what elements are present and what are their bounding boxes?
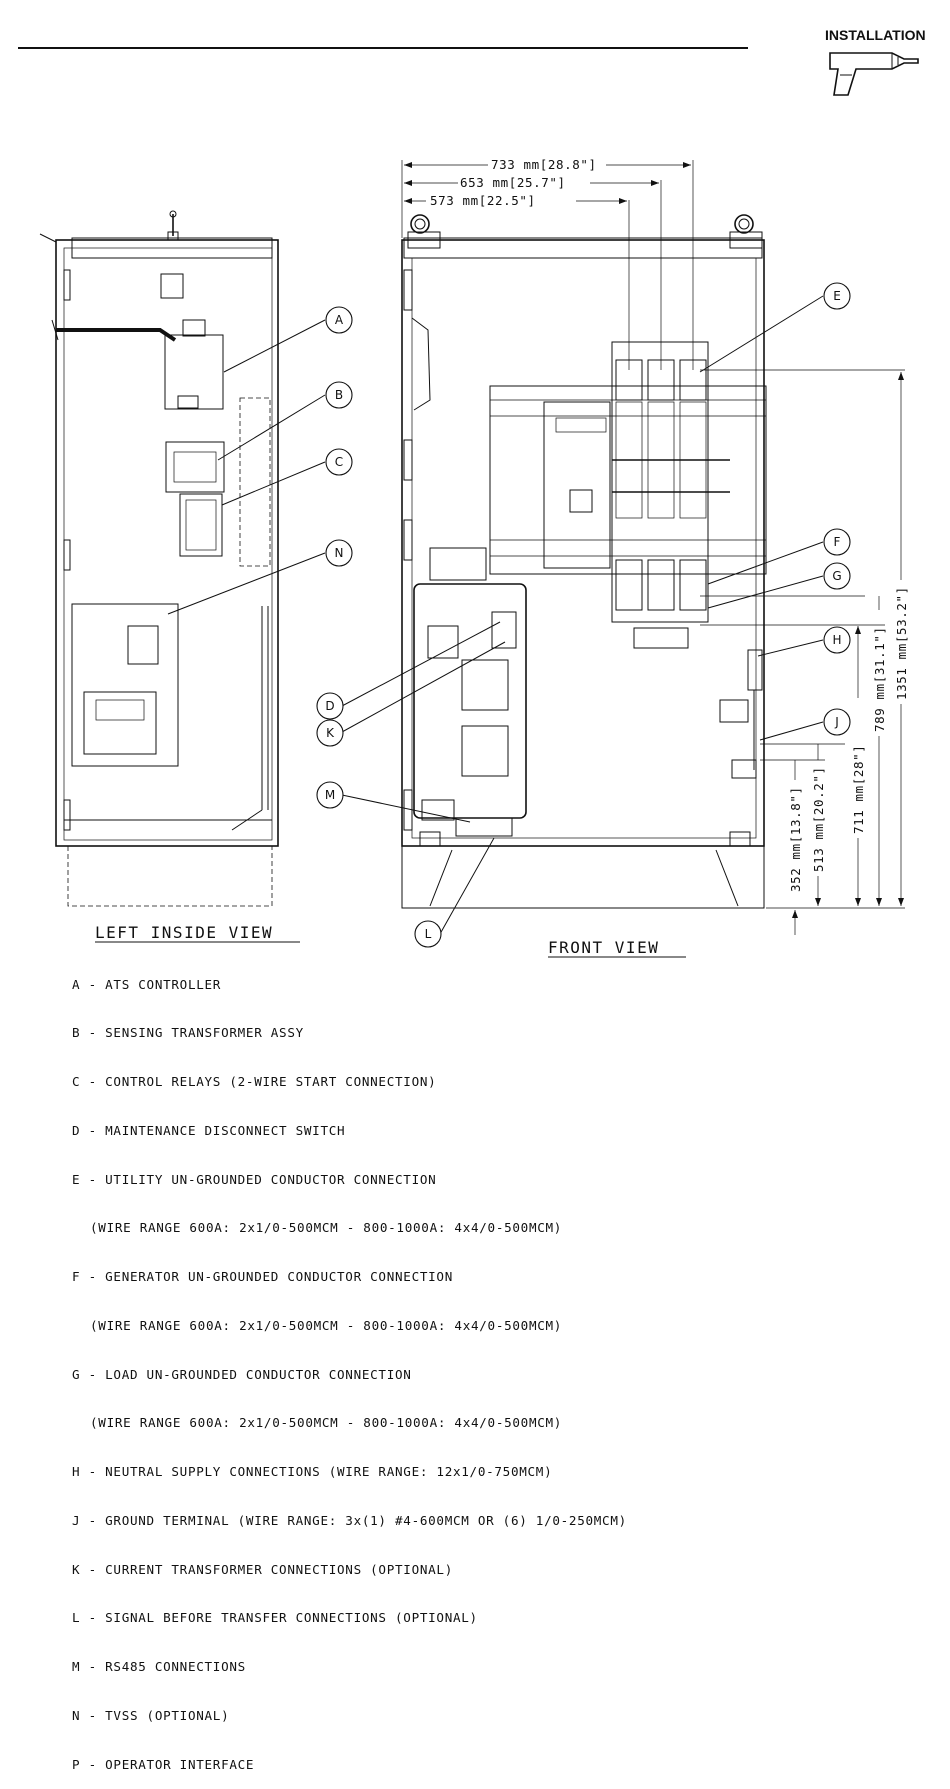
callout-L: L [414,920,442,948]
dim-1351: 1351 mm[53.2"] [894,586,909,700]
callout-C: C [325,448,353,476]
installation-diagram: INSTALLATION [18,27,926,958]
legend-item-F-range: (WIRE RANGE 600A: 2x1/0-500MCM - 800-100… [90,1317,563,1333]
dim-653: 653 mm[25.7"] [460,175,566,190]
legend-item-J: J - GROUND TERMINAL (WIRE RANGE: 3x(1) #… [72,1512,627,1528]
svg-text:J: J [834,715,839,729]
svg-text:D: D [325,699,334,713]
dim-789: 789 mm[31.1"] [872,626,887,732]
legend-item-H: H - NEUTRAL SUPPLY CONNECTIONS (WIRE RAN… [72,1464,553,1479]
legend-item-M: M - RS485 CONNECTIONS [72,1659,246,1674]
callout-N: N [325,539,353,567]
dim-352: 352 mm[13.8"] [788,786,803,892]
dim-573: 573 mm[22.5"] [430,193,536,208]
drill-icon [829,52,919,96]
svg-text:G: G [832,569,841,583]
svg-text:B: B [335,388,343,402]
svg-text:F: F [834,535,841,549]
legend-item-A: A - ATS CONTROLLER [72,976,222,992]
svg-text:N: N [335,546,344,560]
left-view-title: LEFT INSIDE VIEW [95,923,273,942]
legend-item-G: G - LOAD UN-GROUNDED CONDUCTOR CONNECTIO… [72,1366,412,1382]
callout-D: D [316,692,344,720]
legend-item-L: L - SIGNAL BEFORE TRANSFER CONNECTIONS (… [72,1610,478,1626]
callout-A: A [325,306,353,334]
legend-item-G-range: (WIRE RANGE 600A: 2x1/0-500MCM - 800-100… [90,1415,563,1431]
callout-H: H [823,626,851,654]
legend-item-P: P - OPERATOR INTERFACE [72,1756,255,1772]
callout-K: K [316,719,344,747]
dim-733: 733 mm[28.8"] [491,157,597,172]
front-view-title: FRONT VIEW [548,938,659,957]
callout-M: M [316,781,344,809]
legend-item-N: N - TVSS (OPTIONAL) [72,1707,230,1723]
svg-text:M: M [325,788,335,802]
front-view [401,214,767,909]
callout-F: F [823,528,851,556]
svg-text:C: C [335,455,343,469]
callout-J: J [823,708,851,736]
callout-B: B [325,381,353,409]
legend-item-E-range: (WIRE RANGE 600A: 2x1/0-500MCM - 800-100… [90,1220,563,1236]
svg-text:L: L [425,927,432,941]
legend-item-B: B - SENSING TRANSFORMER ASSY [72,1025,304,1041]
callout-bubbles: A B C N E F G H J D K M L [316,282,851,948]
legend-item-F: F - GENERATOR UN-GROUNDED CONDUCTOR CONN… [72,1269,453,1284]
right-dimensions: 1351 mm[53.2"] 789 mm[31.1"] 711 mm[28"]… [700,369,909,935]
callout-G: G [823,562,851,590]
left-inside-view [39,210,279,907]
top-dimensions: 733 mm[28.8"] 653 mm[25.7"] 573 mm[22.5"… [401,157,694,370]
svg-text:A: A [335,313,344,327]
svg-text:E: E [833,289,841,303]
callout-leaders [167,295,824,935]
legend-item-K: K - CURRENT TRANSFORMER CONNECTIONS (OPT… [72,1561,453,1577]
component-legend: A - ATS CONTROLLER B - SENSING TRANSFORM… [72,944,692,1789]
legend-item-D: D - MAINTENANCE DISCONNECT SWITCH [72,1122,346,1138]
dim-711: 711 mm[28"] [851,745,866,834]
svg-text:H: H [832,633,841,647]
legend-item-E: E - UTILITY UN-GROUNDED CONDUCTOR CONNEC… [72,1171,437,1187]
section-label: INSTALLATION [825,27,926,43]
callout-E: E [823,282,851,310]
legend-item-C: C - CONTROL RELAYS (2-WIRE START CONNECT… [72,1074,437,1089]
svg-text:K: K [326,726,335,740]
dim-513: 513 mm[20.2"] [811,766,826,872]
